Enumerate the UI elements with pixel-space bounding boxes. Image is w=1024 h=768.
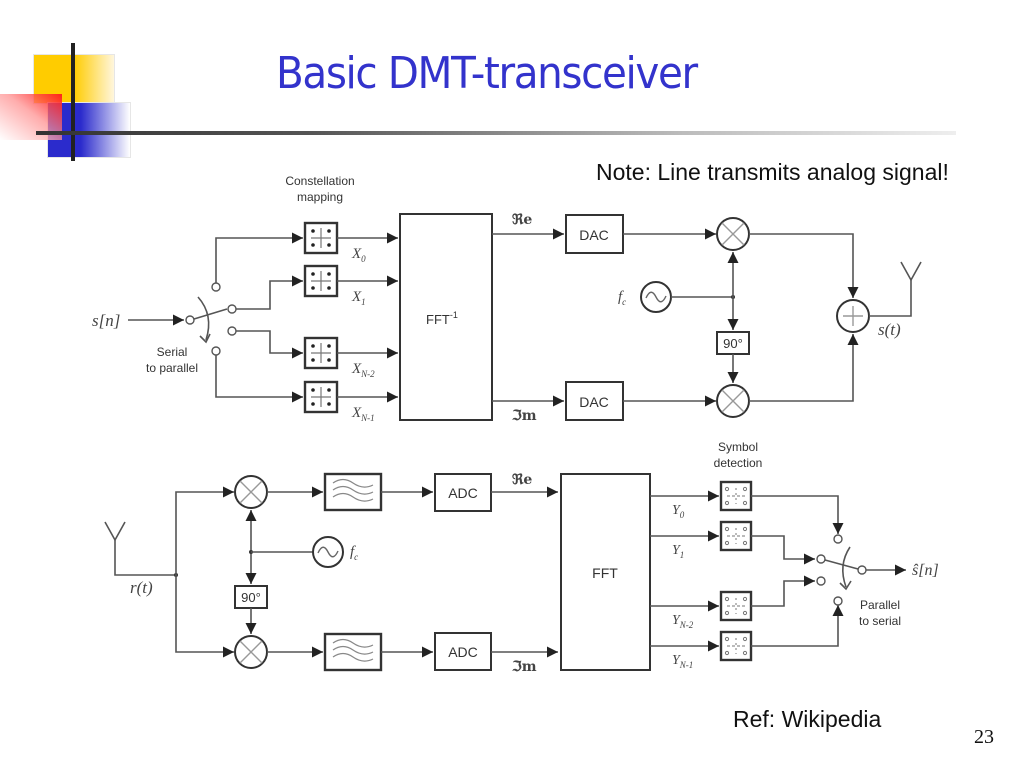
tx-mixer-real xyxy=(716,217,750,251)
tx-channel-label: X1 xyxy=(351,289,366,307)
mapping-header-1: Constellation xyxy=(285,174,354,188)
symbol-detector-block xyxy=(719,520,753,552)
symbol-detector-block xyxy=(719,630,753,662)
tx-switch-label-2: to parallel xyxy=(146,361,198,375)
ifft-superscript: -1 xyxy=(450,310,458,320)
symbol-detector-block xyxy=(719,590,753,622)
ifft-block xyxy=(399,213,493,421)
tx-phase-label: 90° xyxy=(723,336,743,351)
adc-label-imag: ADC xyxy=(448,644,478,660)
rx-oscillator xyxy=(312,536,344,568)
transmitter: s[n] Serial to parallel Constellation ma… xyxy=(92,174,922,424)
rx-mixer-real xyxy=(234,475,268,509)
rx-phase-label: 90° xyxy=(241,590,261,605)
dac-label-imag: DAC xyxy=(579,394,609,410)
mapping-header-2: mapping xyxy=(297,190,343,204)
rx-channel-label: Y1 xyxy=(672,543,684,560)
rx-imag-label: ℑm xyxy=(511,659,537,675)
tx-oscillator xyxy=(640,281,672,313)
rx-channel-label: YN-2 xyxy=(672,613,694,630)
symbol-detector-block xyxy=(719,480,753,512)
tx-carrier-label: fc xyxy=(618,289,626,307)
reference-text: Ref: Wikipedia xyxy=(733,706,882,732)
tx-channel-label: X0 xyxy=(351,246,366,264)
tx-channel-label: XN-2 xyxy=(351,361,375,379)
rx-mixer-imag xyxy=(234,635,268,669)
lowpass-filter-block xyxy=(323,632,383,672)
lowpass-filters xyxy=(323,472,383,672)
tx-switch-label-1: Serial xyxy=(157,345,188,359)
constellation-mapper-block: X1 xyxy=(303,264,398,307)
tx-adder xyxy=(836,299,870,333)
detection-header-2: detection xyxy=(714,456,763,470)
fft-block xyxy=(560,473,651,671)
page-number: 23 xyxy=(974,726,994,748)
rx-real-label: ℜe xyxy=(512,472,532,488)
rx-output-label: ŝ[n] xyxy=(912,562,939,579)
parallel-to-serial-switch xyxy=(816,534,867,606)
slide-title: Basic DMT-transceiver xyxy=(276,48,698,99)
title-underline xyxy=(36,131,956,135)
rx-channel-label: Y0 xyxy=(672,503,685,520)
note-text: Note: Line transmits analog signal! xyxy=(596,159,949,185)
rx-antenna-icon xyxy=(104,521,126,542)
rx-switch-label-2: to serial xyxy=(859,614,901,628)
logo-vertical-bar xyxy=(71,43,75,161)
ifft-label: FFT xyxy=(426,312,450,327)
rx-switch-label-1: Parallel xyxy=(860,598,900,612)
constellation-mapper-block: X0 xyxy=(303,221,398,264)
adc-label-real: ADC xyxy=(448,485,478,501)
tx-mixer-imag xyxy=(716,384,750,418)
tx-input-label: s[n] xyxy=(92,311,120,330)
serial-to-parallel-switch xyxy=(185,282,237,356)
receiver: r(t) fc 90° ADC xyxy=(104,440,939,675)
constellation-mapper-block: XN-2 xyxy=(303,336,398,379)
svg-text:FFT-1: FFT-1 xyxy=(426,310,458,327)
rx-carrier-label: fc xyxy=(350,544,358,562)
tx-antenna-icon xyxy=(900,261,922,282)
detection-header-1: Symbol xyxy=(718,440,758,454)
lowpass-filter-block xyxy=(323,472,383,512)
rx-input-label: r(t) xyxy=(130,578,153,597)
constellation-mapper-block: XN-1 xyxy=(303,380,398,423)
dac-block-real xyxy=(565,214,624,254)
tx-real-label: ℜe xyxy=(512,212,532,228)
tx-imag-label: ℑm xyxy=(511,408,537,424)
tx-channel-label: XN-1 xyxy=(351,405,375,423)
dac-label-real: DAC xyxy=(579,227,609,243)
adc-block-imag xyxy=(434,632,492,671)
fft-label: FFT xyxy=(592,565,618,581)
tx-output-label: s(t) xyxy=(878,320,901,339)
dac-block-imag xyxy=(565,381,624,421)
rx-channel-label: YN-1 xyxy=(672,653,693,670)
